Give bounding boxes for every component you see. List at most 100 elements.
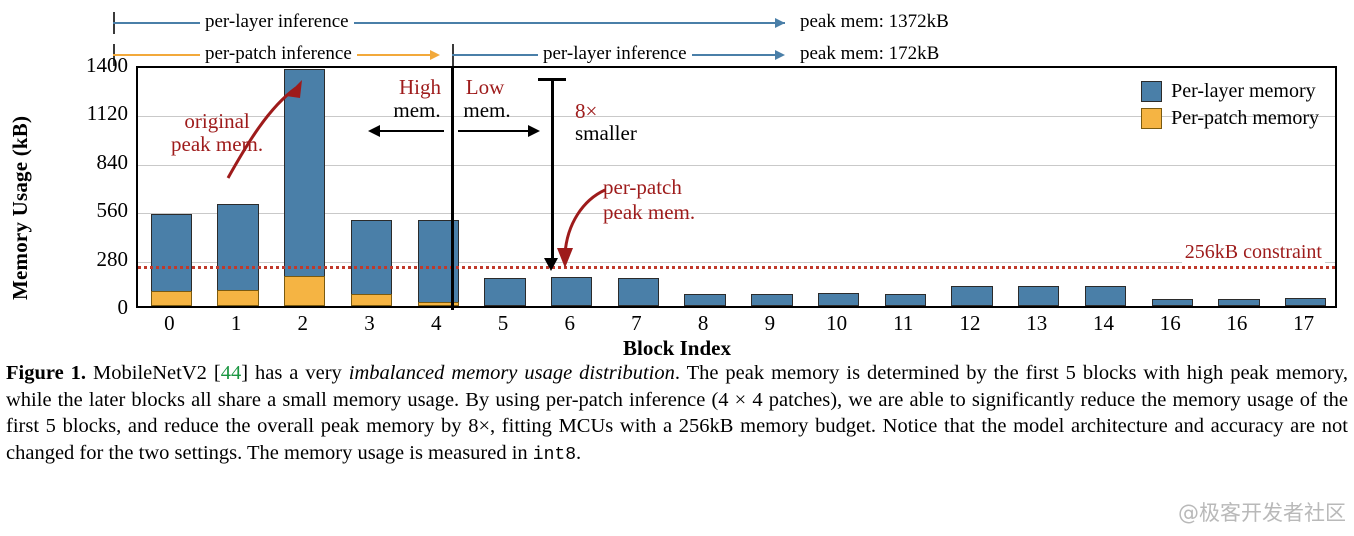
bar-block-16 — [1218, 299, 1260, 306]
bar-segment-per-patch — [350, 294, 393, 306]
y-tick-label: 0 — [117, 295, 129, 319]
bar-segment-per-layer — [617, 278, 660, 306]
bar-segment-per-layer — [150, 213, 193, 306]
arrow-low-mem-head-icon — [528, 125, 540, 137]
legend-label-per-layer: Per-layer memory — [1171, 80, 1316, 102]
x-tick-label-9: 9 — [764, 311, 776, 335]
bar-segment-per-patch — [217, 290, 259, 306]
plot-area: 256kB constraint original peak mem. High… — [136, 66, 1337, 310]
bar-segment-per-layer — [1018, 286, 1060, 306]
bar-segment-per-layer — [1284, 297, 1327, 306]
x-tick-label-15: 16 — [1159, 311, 1181, 335]
caption-italic-phrase: imbalanced memory usage distribution — [348, 362, 675, 384]
bar-block-13 — [1018, 286, 1060, 306]
x-tick-label-1: 1 — [230, 311, 242, 335]
arrowhead-per-patch — [430, 50, 440, 60]
gridline — [138, 261, 1335, 263]
bar-segment-per-patch — [150, 291, 193, 306]
label-smaller: smaller — [575, 121, 637, 145]
bar-segment-per-layer — [484, 278, 526, 306]
x-tick-label-12: 12 — [959, 311, 981, 335]
caption-mono-int8: int8 — [532, 444, 577, 465]
caption-part1: MobileNetV2 [ — [86, 362, 221, 384]
x-tick-label-14: 14 — [1092, 311, 1114, 335]
label-low-mem-word: Low — [465, 75, 505, 99]
label-high-mem-suffix: mem. — [393, 98, 441, 122]
bar-segment-per-layer — [350, 219, 393, 306]
bar-segment-per-patch — [284, 276, 326, 306]
annotation-label-per-layer-full: per-layer inference — [200, 12, 354, 32]
bar-block-8 — [684, 293, 726, 306]
bar-block-1 — [217, 204, 259, 306]
watermark: @极客开发者社区 — [1178, 501, 1346, 525]
bar-segment-per-layer — [884, 293, 926, 306]
bar-block-3 — [350, 219, 393, 306]
bar-segment-per-layer — [1151, 299, 1193, 306]
x-tick-label-0: 0 — [164, 311, 175, 335]
x-tick-label-3: 3 — [364, 311, 375, 335]
y-tick-label: 1400 — [86, 53, 128, 77]
gridline — [138, 213, 1335, 215]
caption-figure-label: Figure 1. — [6, 362, 87, 384]
caption-citation[interactable]: 44 — [220, 362, 242, 384]
y-axis-title: Memory Usage (kB) — [8, 115, 32, 300]
x-tick-label-13: 13 — [1026, 311, 1048, 335]
top-annotation-band: per-layer inference peak mem: 1372kB per… — [0, 0, 1354, 66]
caption-part3: . The peak memory is determined by the f… — [6, 362, 1348, 464]
region-divider — [451, 68, 454, 310]
bar-segment-per-layer — [951, 286, 993, 306]
gridline — [138, 164, 1335, 166]
bar-block-6 — [551, 277, 593, 306]
legend-item-per-patch: Per-patch memory — [1141, 107, 1319, 130]
bar-segment-per-layer — [684, 293, 726, 306]
bar-block-11 — [884, 293, 926, 306]
bar-segment-per-layer — [817, 293, 860, 306]
y-axis: Memory Usage (kB) 0 280 560 840 1120 140… — [0, 0, 136, 318]
measure-vertical-line — [551, 78, 554, 263]
arrow-high-mem-line — [380, 130, 444, 132]
legend-item-per-layer: Per-layer memory — [1141, 80, 1319, 103]
bar-block-16 — [1151, 299, 1193, 306]
arrow-to-original-peak-icon — [226, 80, 302, 179]
x-tick-label-8: 8 — [697, 311, 709, 335]
original-peak-line1: original — [184, 109, 250, 133]
arrowhead-per-layer-right — [775, 50, 785, 60]
annotation-original-peak-mem: original peak mem. — [171, 110, 263, 156]
bar-segment-per-layer — [1218, 299, 1260, 306]
legend-label-per-patch: Per-patch memory — [1171, 107, 1319, 129]
x-tick-label-17: 17 — [1293, 311, 1315, 335]
peak-mem-per-layer: peak mem: 1372kB — [800, 11, 949, 32]
label-low-mem-suffix: mem. — [463, 98, 511, 122]
x-tick-label-10: 10 — [826, 311, 848, 335]
x-axis-title: Block Index — [623, 336, 731, 360]
label-high-mem-word: High — [399, 75, 441, 99]
arrowhead-row1 — [775, 18, 785, 28]
measure-arrowhead-down-icon — [544, 258, 558, 271]
x-tick-label-4: 4 — [430, 311, 442, 335]
x-tick-label-11: 11 — [893, 311, 914, 335]
bar-segment-per-layer — [751, 293, 793, 306]
bar-block-7 — [617, 278, 660, 306]
annotation-label-per-patch: per-patch inference — [200, 44, 357, 64]
bar-block-0 — [150, 213, 193, 306]
peak-mem-per-patch: peak mem: 172kB — [800, 43, 940, 64]
y-tick-label: 280 — [96, 246, 129, 271]
bar-block-10 — [817, 293, 860, 306]
bar-segment-per-layer — [551, 277, 593, 306]
arrow-high-mem-head-icon — [368, 125, 380, 137]
caption-part2: ] has a very — [241, 362, 349, 384]
legend-swatch-per-layer-icon — [1141, 81, 1163, 102]
x-tick-label-5: 5 — [497, 311, 509, 335]
x-tick-label-7: 7 — [631, 311, 642, 335]
x-tick-label-2: 2 — [297, 311, 309, 335]
bar-block-14 — [1084, 286, 1127, 306]
bar-block-17 — [1284, 297, 1327, 306]
arrow-to-perpatch-peak-icon — [557, 188, 606, 268]
y-tick-label: 1120 — [86, 101, 128, 126]
figure-caption: Figure 1. MobileNetV2 [44] has a very im… — [6, 360, 1348, 468]
annotation-perpatch-peak-line1: per-patch — [603, 175, 682, 199]
bar-segment-per-layer — [1084, 286, 1127, 306]
y-tick-label: 560 — [96, 198, 129, 223]
label-8x: 8× — [575, 99, 598, 123]
annotation-label-per-layer-right: per-layer inference — [538, 44, 692, 64]
